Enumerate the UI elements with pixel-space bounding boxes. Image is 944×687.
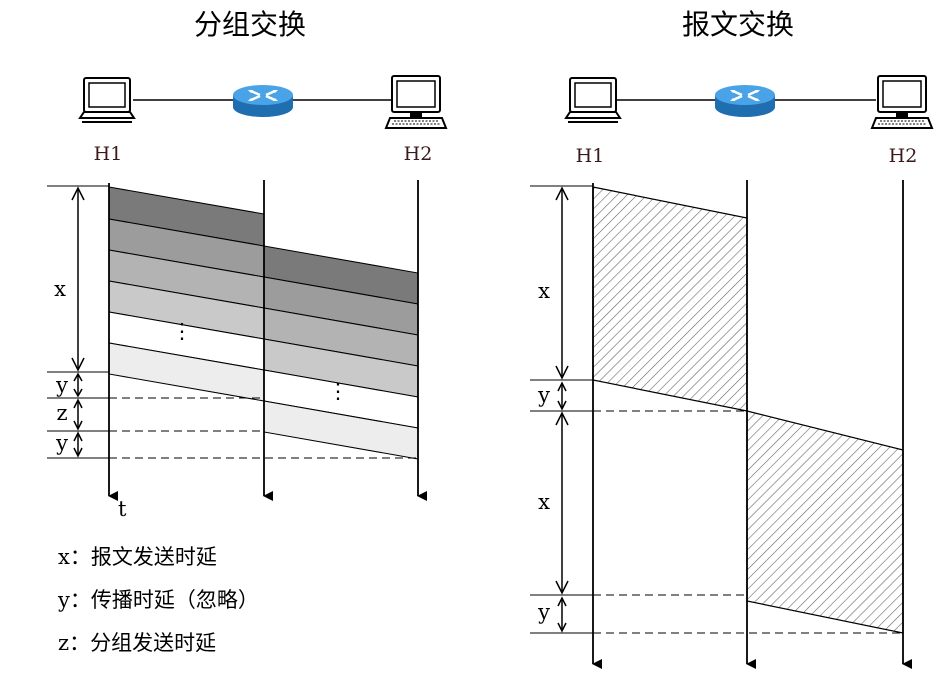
right-title: 报文交换 <box>682 8 794 41</box>
message-switching-panel: 报文交换 H1 H2 <box>530 8 933 669</box>
left-dimension-arrows <box>71 186 85 458</box>
right-host-h1: H1 <box>576 145 605 167</box>
left-dim-x-head-bottom <box>71 357 85 372</box>
legend-x: x：报文发送时延 <box>58 545 217 569</box>
right-host-h2: H2 <box>889 145 918 167</box>
left-title: 分组交换 <box>194 8 306 41</box>
left-host-h1: H1 <box>94 143 123 165</box>
left-label-z: z <box>56 401 67 425</box>
message-at-h1 <box>592 186 748 412</box>
desktop-icon <box>871 75 933 129</box>
left-dim-y1-heads <box>73 372 83 398</box>
laptop-icon <box>79 77 135 123</box>
router-icon <box>231 83 295 119</box>
left-dim-x-head-top <box>71 186 85 201</box>
left-time-label: t <box>118 497 127 521</box>
message-at-router <box>746 410 904 634</box>
right-label-x1: x <box>538 279 550 303</box>
right-dim-x2-heads <box>555 411 569 595</box>
right-dimension-arrows <box>555 186 569 633</box>
right-label-y2: y <box>537 600 550 624</box>
packet-switching-panel: 分组交换 H1 H2 ⋮ ⋮ <box>47 8 447 655</box>
left-host-h2: H2 <box>404 143 433 165</box>
router-icon <box>713 83 777 119</box>
legend-z: z：分组发送时延 <box>58 631 216 655</box>
right-label-x2: x <box>538 490 550 514</box>
left-label-x: x <box>54 277 66 301</box>
left-label-y2: y <box>55 431 68 455</box>
left-dim-y2-heads <box>73 431 83 458</box>
laptop-icon <box>565 77 621 123</box>
right-dim-y2-heads <box>557 596 567 633</box>
right-dim-x1-heads <box>555 186 569 380</box>
left-dim-z-heads <box>73 398 83 431</box>
left-ellipsis-1: ⋮ <box>172 319 193 343</box>
left-packets-router <box>263 245 419 460</box>
left-label-y1: y <box>55 373 68 397</box>
desktop-icon <box>385 75 447 129</box>
right-dim-y1-heads <box>557 381 567 411</box>
left-packets-h1 <box>108 186 265 402</box>
left-ellipsis-2: ⋮ <box>328 379 349 403</box>
right-label-y1: y <box>537 383 550 407</box>
legend-y: y：传播时延（忽略） <box>57 588 259 612</box>
